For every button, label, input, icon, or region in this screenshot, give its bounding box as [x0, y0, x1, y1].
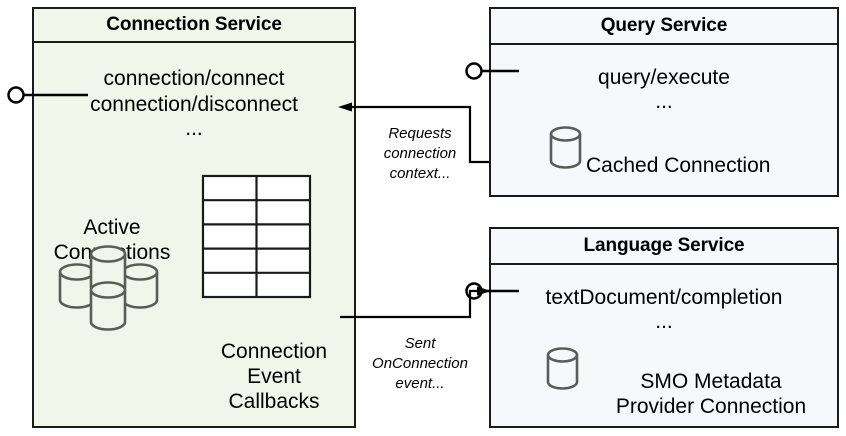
- arrow-connection-to-language: [340, 286, 491, 319]
- requests-label-line-1: Requests: [388, 125, 452, 142]
- component-language-service[interactable]: Language Service textDocument/completion…: [489, 227, 839, 428]
- callbacks-label-line-3: Callbacks: [228, 390, 320, 413]
- language-service-api-ellipsis: ...: [655, 310, 673, 333]
- query-service-title: Query Service: [491, 9, 837, 45]
- connection-service-title: Connection Service: [34, 9, 354, 43]
- smo-label-line-1: SMO Metadata: [640, 370, 782, 393]
- api-item-connection-connect[interactable]: connection/connect: [103, 67, 285, 90]
- sent-label-line-1: Sent: [404, 335, 436, 352]
- api-item-connection-disconnect[interactable]: connection/disconnect: [90, 93, 298, 116]
- active-connections-label-line-2: Connections: [53, 241, 171, 264]
- label-requests-connection-context: Requests connection context...: [356, 124, 484, 184]
- cached-connection-label-line-1: Cached Connection: [586, 154, 771, 177]
- sent-label-line-2: OnConnection: [372, 355, 468, 372]
- cached-connection-label: Cached Connection: [586, 153, 836, 178]
- query-service-api-ellipsis: ...: [655, 90, 673, 113]
- language-service-title: Language Service: [491, 229, 837, 265]
- api-item-query-execute[interactable]: query/execute: [598, 66, 730, 89]
- callbacks-label-line-2: Event: [247, 365, 301, 388]
- component-connection-service[interactable]: Connection Service connection/connect co…: [32, 7, 356, 428]
- smo-label-line-2: Provider Connection: [615, 395, 807, 418]
- connection-service-api-ellipsis: ...: [185, 117, 203, 140]
- callbacks-label-line-1: Connection: [220, 340, 328, 363]
- sent-label-line-3: event...: [395, 375, 445, 392]
- connection-service-api-list: connection/connect connection/disconnect…: [34, 66, 354, 140]
- active-connections-label-line-1: Active: [83, 216, 141, 239]
- component-query-service[interactable]: Query Service query/execute ... Cached C…: [489, 7, 839, 197]
- requests-label-line-3: context...: [389, 165, 451, 182]
- query-service-api-list: query/execute ...: [491, 65, 837, 113]
- requests-label-line-2: connection: [383, 145, 457, 162]
- connection-event-callbacks-label: Connection Event Callbacks: [194, 339, 354, 414]
- api-item-textdocument-completion[interactable]: textDocument/completion: [545, 286, 783, 309]
- language-service-api-list: textDocument/completion ...: [491, 285, 837, 333]
- label-sent-onconnection-event: Sent OnConnection event...: [356, 334, 484, 394]
- active-connections-label: Active Connections: [42, 215, 182, 265]
- smo-metadata-provider-connection-label: SMO Metadata Provider Connection: [581, 369, 841, 419]
